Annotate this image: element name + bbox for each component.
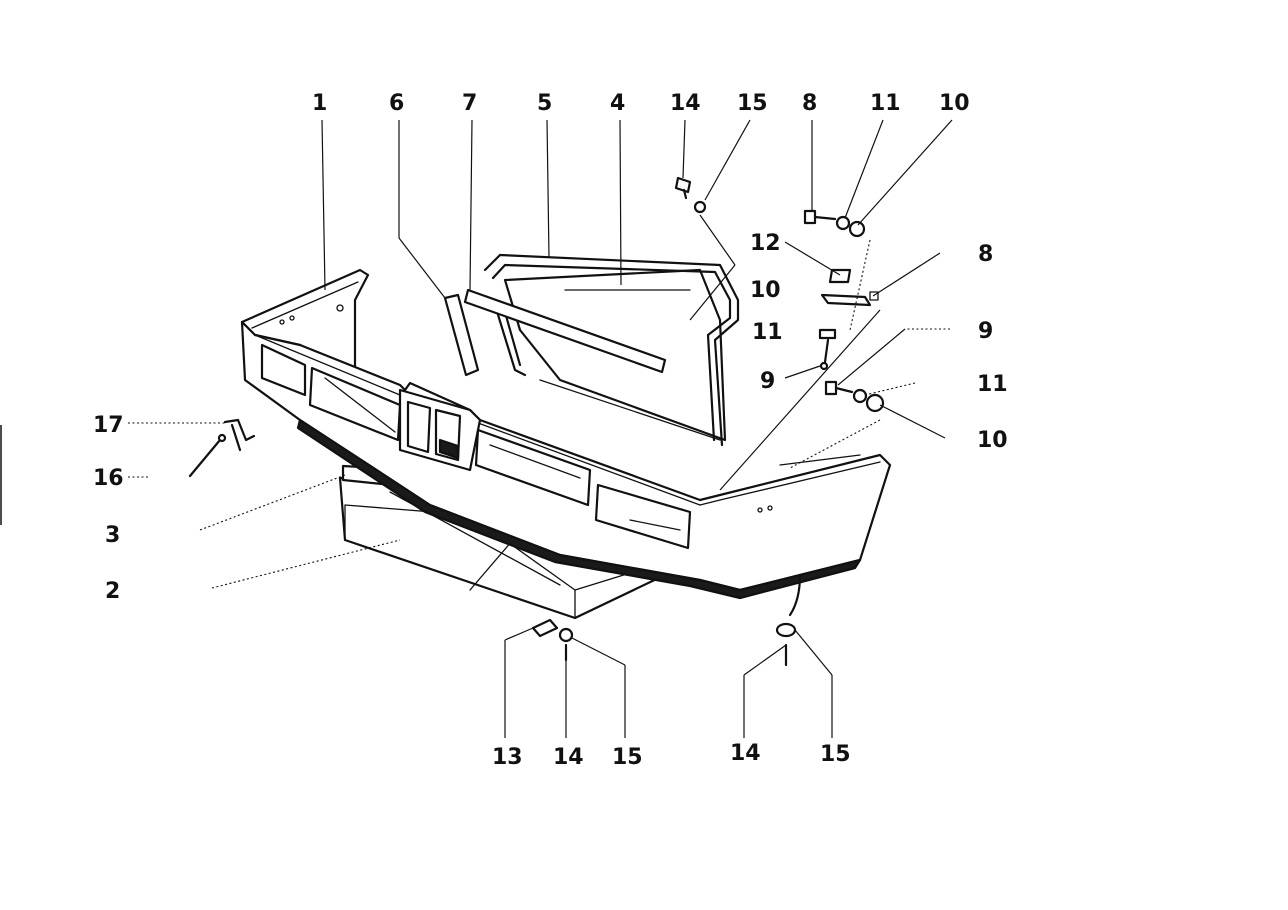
callout-14: 14 <box>670 91 701 116</box>
callout-11: 11 <box>977 372 1008 397</box>
vertical-trim-strip <box>443 293 480 377</box>
bumper-shell <box>240 268 892 600</box>
grille-frame-assembly <box>463 253 740 447</box>
callout-8: 8 <box>978 242 993 267</box>
callout-16: 16 <box>93 466 124 491</box>
lower-hardware-center <box>531 618 574 662</box>
callout-17: 17 <box>93 413 124 438</box>
leader-lines <box>128 119 953 738</box>
callout-15: 15 <box>820 742 851 767</box>
callout-15: 15 <box>737 91 768 116</box>
screw-washer-top <box>674 176 707 214</box>
callout-3: 3 <box>105 523 120 548</box>
callout-15: 15 <box>612 745 643 770</box>
callout-4: 4 <box>610 91 625 116</box>
callout-10: 10 <box>750 278 781 303</box>
callout-6: 6 <box>389 91 404 116</box>
clip-and-rivet-left <box>188 418 256 478</box>
mounting-hardware-right <box>803 209 885 413</box>
callout-14: 14 <box>553 745 584 770</box>
callout-5: 5 <box>537 91 552 116</box>
callout-labels: 1 6 7 5 4 14 15 8 11 10 12 8 10 11 9 9 1… <box>93 91 1008 770</box>
callout-13: 13 <box>492 745 523 770</box>
callout-7: 7 <box>462 91 477 116</box>
callout-11: 11 <box>752 320 783 345</box>
callout-9: 9 <box>978 319 993 344</box>
callout-9: 9 <box>760 369 775 394</box>
callout-10: 10 <box>977 428 1008 453</box>
callout-8: 8 <box>802 91 817 116</box>
callout-1: 1 <box>312 91 327 116</box>
callout-2: 2 <box>105 579 120 604</box>
callout-11: 11 <box>870 91 901 116</box>
callout-10: 10 <box>939 91 970 116</box>
callout-14: 14 <box>730 741 761 766</box>
callout-12: 12 <box>750 231 781 256</box>
